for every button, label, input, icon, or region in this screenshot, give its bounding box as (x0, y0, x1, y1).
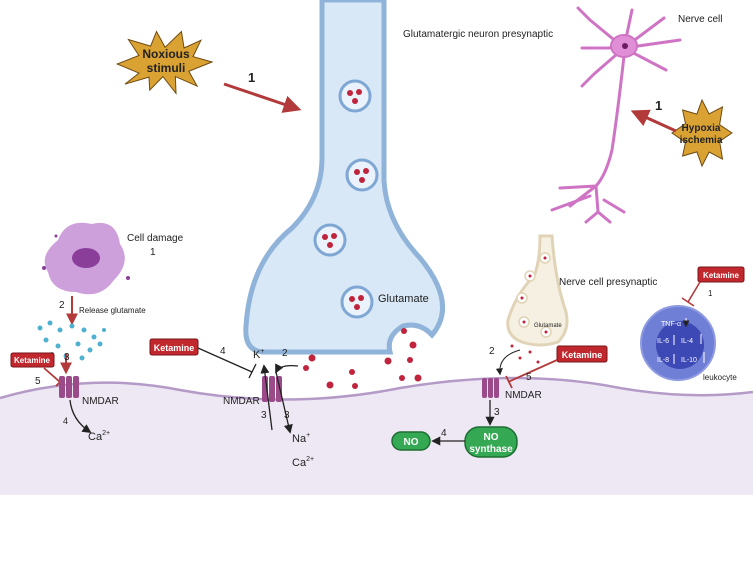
noxious-step: 1 (248, 70, 255, 85)
leukocyte-ketamine-step: 1 (708, 289, 713, 298)
no-node (391, 431, 431, 451)
leukocyte-label: leukocyte (703, 373, 737, 382)
no-synthase-label-line1: NO (484, 432, 499, 443)
nerve-cell-presynaptic-label: Nerve cell presynaptic (559, 277, 657, 288)
ketamine-label-left: Ketamine (14, 356, 51, 365)
ketamine-box-center (149, 338, 199, 356)
no-synthase-node (464, 426, 518, 458)
right-release-step: 2 (489, 346, 495, 357)
leukocyte-inhibit-bar (681, 297, 695, 307)
center-inhibit-line (197, 347, 257, 379)
noxious-label-line2: stimuli (147, 61, 186, 75)
right-release-arrow (495, 349, 521, 376)
nerve-cell (550, 6, 682, 224)
leukocyte-inhibit-line (687, 281, 701, 303)
noxious-arrow (223, 82, 302, 113)
nmdar-receptor-left (59, 376, 79, 398)
center-k-step: 2 (282, 348, 288, 359)
k-ion: K+ (253, 348, 264, 361)
leukocyte-cell (640, 305, 716, 381)
hypoxia-label-line2: ischemia (680, 135, 723, 146)
nmdar-label-left: NMDAR (82, 396, 119, 407)
released-glutamate (303, 328, 422, 389)
glutamate-label: Glutamate (378, 293, 429, 305)
right-no-step: 4 (441, 428, 447, 439)
left-ca-ion: Ca2+ (88, 430, 110, 443)
cytokine-il6: IL-6 (657, 338, 669, 345)
ketamine-box-right (556, 345, 608, 363)
left-ca-arrow (69, 399, 92, 434)
hypoxia-step: 1 (655, 98, 662, 113)
synaptic-vesicles (313, 79, 379, 319)
hypoxia-ischemia-star: Hypoxia ischemia (671, 98, 733, 168)
center-influx-arrow (275, 371, 293, 434)
right-down-step: 3 (494, 407, 500, 418)
noxious-label-line1: Noxious (142, 47, 190, 61)
no-synthase-label-line2: synthase (469, 444, 513, 455)
center-ca-ion: Ca2+ (292, 456, 314, 469)
nmdar-label-right: NMDAR (505, 390, 542, 401)
right-inhibit-line (505, 359, 558, 389)
ketamine-label-center: Ketamine (154, 343, 195, 353)
center-ketamine-step: 4 (220, 346, 226, 357)
nmdar-receptor-center (262, 376, 282, 402)
presynaptic-neuron-label: Glutamatergic neuron presynaptic (403, 29, 553, 40)
nerve-cell-nucleus (622, 43, 628, 49)
small-released-glutamate (510, 344, 540, 364)
na-ion: Na+ (292, 432, 310, 445)
center-efflux-arrow (260, 364, 273, 431)
nerve-cell-presynaptic-terminal (506, 234, 569, 347)
ketamine-label-leukocyte: Ketamine (703, 271, 740, 280)
no-label: NO (404, 437, 419, 448)
center-in-step: 3 (261, 410, 267, 421)
left-inhibit-step: 5 (35, 376, 41, 387)
center-k-arrow (275, 363, 299, 374)
cell-damage-step: 1 (150, 247, 156, 258)
ketamine-box-left (10, 352, 55, 368)
release-glutamate-label: Release glutamate (79, 306, 146, 315)
nmdar-receptor-right (482, 378, 499, 398)
nmdar-label-center: NMDAR (223, 396, 260, 407)
cytokine-tnf: TNF-α (661, 321, 681, 328)
left-ca-step: 4 (63, 416, 68, 426)
ketamine-label-right: Ketamine (562, 350, 603, 360)
cytokine-il10: IL-10 (681, 357, 697, 364)
damaged-cell (42, 222, 130, 295)
right-inhibit-step: 5 (526, 372, 532, 383)
glutamate-small-label: Glutamate (534, 323, 562, 329)
cytokine-il8: IL-8 (657, 357, 669, 364)
cytokine-il4: IL-4 (681, 338, 693, 345)
center-out-step: 3 (284, 410, 290, 421)
cell-damage-label: Cell damage (127, 233, 184, 244)
release-step: 2 (59, 300, 65, 311)
nerve-cell-label: Nerve cell (678, 14, 722, 25)
presynaptic-neuron (243, 0, 446, 355)
ketamine-box-leukocyte (697, 266, 745, 283)
noxious-stimuli-star: Noxious stimuli (115, 30, 214, 95)
left-ketamine-step: 3 (64, 352, 70, 363)
hypoxia-arrow (630, 109, 677, 133)
postsynaptic-membrane (0, 376, 753, 495)
hypoxia-label-line1: Hypoxia (682, 123, 721, 134)
